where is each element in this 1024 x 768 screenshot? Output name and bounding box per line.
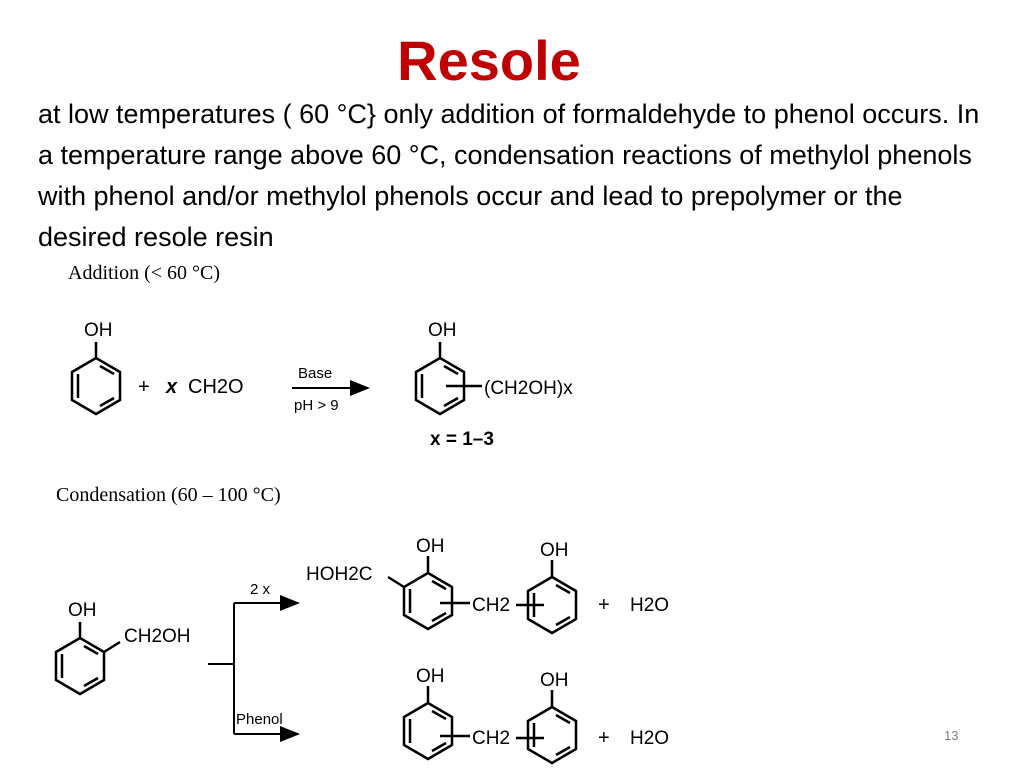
branch-lines	[208, 603, 235, 734]
product2-left-ring	[402, 686, 470, 761]
product1-right-ring	[516, 560, 578, 635]
product-oh-label: OH	[428, 320, 457, 341]
phenol-oh-label: OH	[84, 320, 113, 341]
phenol-ring	[70, 342, 122, 416]
reactant-ch2oh-label: CH2OH	[124, 626, 191, 647]
slide-title: Resole	[397, 29, 581, 92]
plus-sign: +	[138, 376, 150, 398]
arrow-ph-label: pH > 9	[294, 397, 339, 414]
body-paragraph: at low temperatures ( 60 °C} only additi…	[38, 99, 980, 252]
page-number: 13	[944, 728, 959, 743]
product2-right-oh-label: OH	[540, 670, 569, 691]
methylol-phenol-ring	[414, 342, 482, 416]
product1-hoh2c-label: HOH2C	[306, 564, 373, 585]
addition-heading: Addition (< 60 °C)	[68, 262, 220, 284]
product2-ch2-bridge: CH2	[472, 728, 510, 749]
reactant-oh-label: OH	[68, 600, 97, 621]
condensation-heading: Condensation (60 – 100 °C)	[56, 484, 281, 506]
arrow-base-label: Base	[298, 365, 332, 382]
product1-right-oh-label: OH	[540, 540, 569, 561]
formaldehyde-label: CH2O	[188, 376, 244, 398]
reagent-x: x	[165, 376, 178, 398]
product1-left-oh-label: OH	[416, 536, 445, 557]
product2-water: H2O	[630, 728, 669, 749]
product2-left-oh-label: OH	[416, 666, 445, 687]
product1-left-ring	[387, 556, 470, 631]
product1-plus: +	[598, 594, 610, 616]
x-range-label: x = 1–3	[430, 429, 494, 450]
product2-right-ring	[516, 690, 578, 765]
product1-ch2-bridge: CH2	[472, 595, 510, 616]
product1-water: H2O	[630, 595, 669, 616]
reactant-ring	[54, 622, 121, 696]
branch-top-label: 2 x	[250, 581, 271, 598]
branch-bottom-label: Phenol	[236, 711, 283, 728]
methylol-group-label: (CH2OH)x	[484, 378, 573, 399]
product2-plus: +	[598, 727, 610, 749]
